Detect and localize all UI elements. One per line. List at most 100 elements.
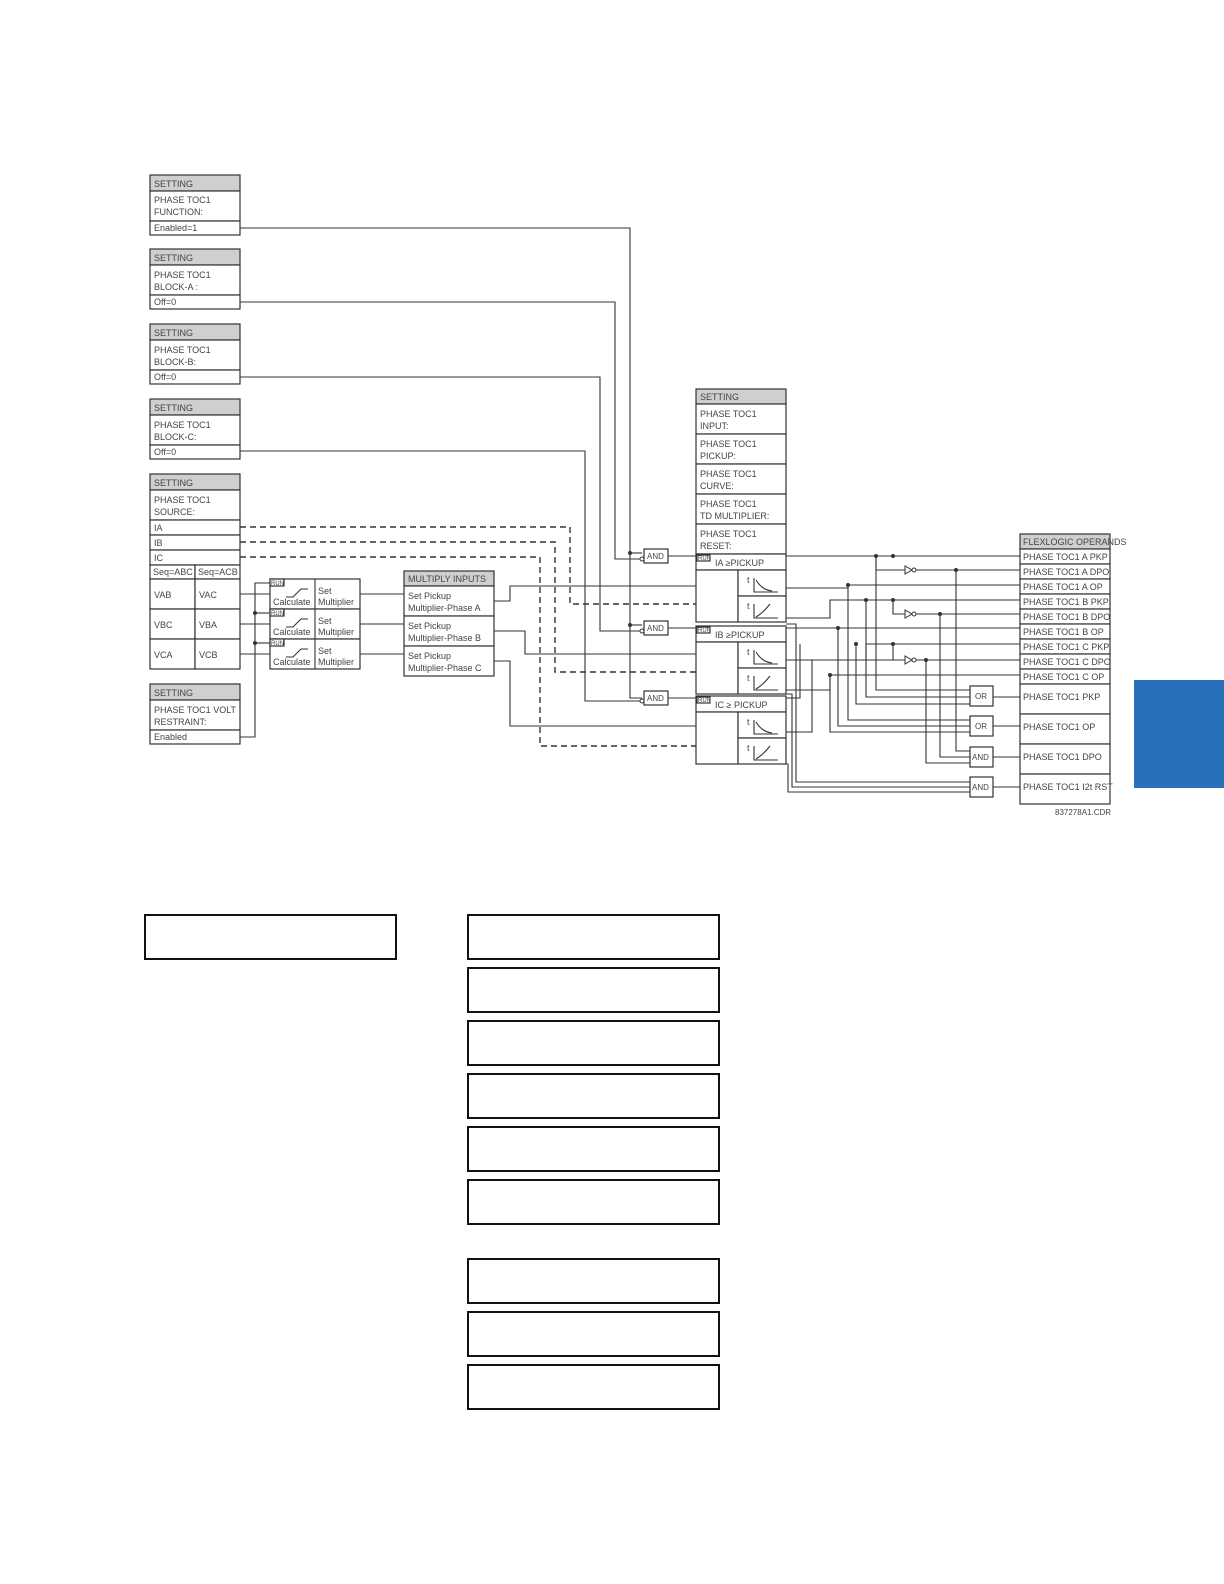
run-label: RUN: [271, 611, 284, 617]
restraint-value: Enabled: [154, 732, 187, 742]
set-label: Set: [318, 616, 332, 626]
volt-vab: VAB: [154, 590, 171, 600]
setting-line2: FUNCTION:: [154, 207, 203, 217]
or-label: OR: [975, 692, 987, 701]
blank-box-left: [144, 914, 397, 960]
and-gate-rst: AND: [969, 776, 994, 798]
pickup-label: IB ≥PICKUP: [715, 630, 764, 640]
setting-line1: PHASE TOC1: [154, 195, 211, 205]
setting-header: SETTING: [154, 179, 193, 189]
toc-setting-line2: CURVE:: [700, 481, 734, 491]
multiply-row-line2: Multiplier-Phase C: [408, 663, 482, 673]
setting-header: SETTING: [154, 688, 193, 698]
volt-vca: VCA: [154, 650, 173, 660]
drawing-code: 837278A1.CDR: [1055, 808, 1111, 817]
and-label: AND: [972, 753, 989, 762]
and-label: AND: [647, 552, 664, 561]
t-label: t: [747, 743, 750, 753]
blank-box-6: [467, 1179, 720, 1225]
setting-header: SETTING: [154, 253, 193, 263]
operand-dpo: PHASE TOC1 DPO: [1023, 752, 1102, 762]
setting-block-c: SETTING PHASE TOC1 BLOCK-C: Off=0: [149, 398, 241, 460]
calc-block-a: RUN Calculate Set Multiplier: [269, 578, 361, 610]
blank-box-8: [467, 1311, 720, 1357]
restraint-line1: PHASE TOC1 VOLT: [154, 705, 237, 715]
multiply-row-line1: Set Pickup: [408, 621, 451, 631]
operand-i2t-rst: PHASE TOC1 I2t RST: [1023, 782, 1113, 792]
setting-block-b: SETTING PHASE TOC1 BLOCK-B: Off=0: [149, 323, 241, 385]
volt-vac: VAC: [199, 590, 217, 600]
toc-setting-line2: TD MULTIPLIER:: [700, 511, 769, 521]
toc-setting-line2: RESET:: [700, 541, 732, 551]
toc-setting-line1: PHASE TOC1: [700, 499, 757, 509]
setting-function: SETTING PHASE TOC1 FUNCTION: Enabled=1: [149, 174, 241, 236]
calc-block-c: RUN Calculate Set Multiplier: [269, 638, 361, 670]
calc-block-b: RUN Calculate Set Multiplier: [269, 608, 361, 640]
blank-box-1: [467, 914, 720, 960]
multiply-row-line2: Multiplier-Phase A: [408, 603, 481, 613]
setting-header: SETTING: [154, 403, 193, 413]
operand-b-pkp: PHASE TOC1 B PKP: [1023, 597, 1109, 607]
setting-source: SETTING PHASE TOC1 SOURCE: IA IB IC Seq=…: [149, 473, 241, 670]
toc-setting-line2: INPUT:: [700, 421, 729, 431]
and-gate-a: AND: [639, 548, 669, 564]
calculate-label: Calculate: [273, 627, 311, 637]
setting-line1: PHASE TOC1: [154, 345, 211, 355]
multiply-inputs-block: MULTIPLY INPUTS Set Pickup Multiplier-Ph…: [403, 570, 495, 677]
setting-header: SETTING: [154, 328, 193, 338]
setting-header: SETTING: [154, 478, 193, 488]
restraint-line2: RESTRAINT:: [154, 717, 207, 727]
calculate-label: Calculate: [273, 597, 311, 607]
setting-volt-restraint: SETTING PHASE TOC1 VOLT RESTRAINT: Enabl…: [149, 683, 241, 745]
operand-b-dpo: PHASE TOC1 B DPO: [1023, 612, 1110, 622]
and-gate-c: AND: [639, 690, 669, 706]
multiply-row-line1: Set Pickup: [408, 591, 451, 601]
toc-setting-line2: PICKUP:: [700, 451, 736, 461]
set-label: Set: [318, 646, 332, 656]
blank-box-9: [467, 1364, 720, 1410]
setting-line2: BLOCK-A :: [154, 282, 198, 292]
set-label: Set: [318, 586, 332, 596]
run-label: RUN: [698, 556, 711, 562]
run-label: RUN: [271, 581, 284, 587]
volt-vcb: VCB: [199, 650, 218, 660]
seq-acb-label: Seq=ACB: [198, 567, 238, 577]
operand-c-pkp: PHASE TOC1 C PKP: [1023, 642, 1109, 652]
toc-setting-line1: PHASE TOC1: [700, 469, 757, 479]
multiply-row-line2: Multiplier-Phase B: [408, 633, 481, 643]
phase-b-pickup-block: RUN IB ≥PICKUP t t: [695, 625, 787, 695]
and-gate-b: AND: [639, 620, 669, 636]
operand-pkp: PHASE TOC1 PKP: [1023, 692, 1100, 702]
or-label: OR: [975, 722, 987, 731]
blank-box-7: [467, 1258, 720, 1304]
source-ib: IB: [154, 538, 163, 548]
operand-b-op: PHASE TOC1 B OP: [1023, 627, 1104, 637]
setting-value: Off=0: [154, 447, 176, 457]
phase-toc-logic-diagram: SETTING PHASE TOC1 FUNCTION: Enabled=1 S…: [149, 174, 1127, 817]
t-label: t: [747, 601, 750, 611]
operand-op: PHASE TOC1 OP: [1023, 722, 1095, 732]
toc-setting-line1: PHASE TOC1: [700, 409, 757, 419]
multiplier-label: Multiplier: [318, 627, 354, 637]
chapter-tab: [1134, 680, 1224, 788]
operand-c-dpo: PHASE TOC1 C DPO: [1023, 657, 1111, 667]
volt-vba: VBA: [199, 620, 217, 630]
pickup-label: IC ≥ PICKUP: [715, 700, 767, 710]
operand-a-pkp: PHASE TOC1 A PKP: [1023, 552, 1108, 562]
operand-a-op: PHASE TOC1 A OP: [1023, 582, 1103, 592]
t-label: t: [747, 647, 750, 657]
toc-setting-line1: PHASE TOC1: [700, 439, 757, 449]
toc-setting-line1: PHASE TOC1: [700, 529, 757, 539]
setting-line2: BLOCK-C:: [154, 432, 197, 442]
phase-c-pickup-block: RUN IC ≥ PICKUP t t: [695, 695, 787, 765]
wiring: [240, 227, 696, 738]
and-label: AND: [647, 694, 664, 703]
operand-a-dpo: PHASE TOC1 A DPO: [1023, 567, 1109, 577]
flexlogic-operands: FLEXLOGIC OPERANDS PHASE TOC1 A PKP PHAS…: [1019, 533, 1127, 805]
source-line1: PHASE TOC1: [154, 495, 211, 505]
multiplier-label: Multiplier: [318, 597, 354, 607]
multiply-title: MULTIPLY INPUTS: [408, 574, 486, 584]
or-gate-pkp: OR: [969, 685, 994, 707]
seq-abc-label: Seq=ABC: [153, 567, 193, 577]
setting-line2: BLOCK-B:: [154, 357, 196, 367]
